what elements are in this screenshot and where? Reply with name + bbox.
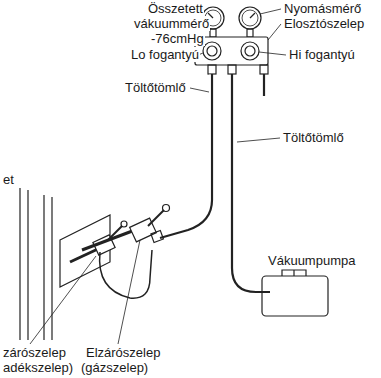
hose-stub — [263, 74, 265, 96]
handle-label: Hi fogantyú — [288, 47, 356, 62]
vacuum-pump — [262, 276, 328, 316]
gauge-label: Összetett — [147, 1, 204, 16]
gauge-stem — [210, 29, 216, 37]
unit-frame — [43, 195, 44, 340]
service-pipe — [100, 250, 152, 298]
handle-label: Lo fogantyú — [130, 47, 200, 62]
valve-stem — [148, 210, 164, 226]
valve-label: adékszelep) — [2, 360, 74, 375]
leader-line — [268, 24, 281, 40]
lo-handle — [203, 42, 221, 60]
leader-line — [237, 138, 280, 142]
pump-label: Vákuumpumpa — [267, 253, 356, 268]
charge-hose — [160, 74, 212, 238]
port — [228, 65, 236, 74]
unit-label: et — [2, 172, 15, 187]
hi-handle — [241, 42, 259, 60]
valve-label: zárószelep — [2, 345, 67, 360]
manifold-body — [195, 37, 268, 65]
port — [260, 65, 268, 74]
gauge-label: Nyomásmérő — [283, 1, 362, 16]
hose-label: Töltőtömlő — [282, 130, 345, 145]
gauge-needle — [250, 13, 255, 18]
leader-line — [259, 52, 286, 55]
leader-line — [260, 9, 281, 14]
gauge-face — [242, 10, 258, 26]
pump-handle — [282, 270, 306, 276]
unit-frame — [19, 188, 20, 340]
valve-label: (gázszelep) — [80, 360, 149, 375]
hose-highlight — [158, 74, 210, 236]
unit-frame — [27, 190, 28, 340]
pressure-gauge — [239, 7, 261, 29]
unit-frame — [51, 197, 52, 340]
pump-handle — [293, 270, 294, 276]
valve-label: Elzárószelep — [85, 345, 161, 360]
leader-line — [30, 256, 96, 344]
hose-label: Töltőtömlő — [124, 80, 187, 95]
leader-line — [118, 240, 140, 344]
gauge-stem — [247, 29, 253, 37]
gas-pipe — [82, 230, 135, 250]
lo-handle-inner — [207, 46, 217, 56]
leader-line — [190, 88, 209, 92]
manifold-label: Elosztószelep — [283, 16, 365, 31]
port — [208, 65, 216, 74]
hi-handle-inner — [245, 46, 255, 56]
gauge-label: vákuummérő — [133, 16, 210, 31]
service-port — [151, 231, 163, 243]
gauge-range: -76cmHg — [150, 31, 205, 46]
pump-inlet — [262, 291, 270, 293]
valve-cap — [121, 221, 127, 227]
valve-cap — [163, 205, 170, 212]
charge-hose — [232, 74, 262, 292]
